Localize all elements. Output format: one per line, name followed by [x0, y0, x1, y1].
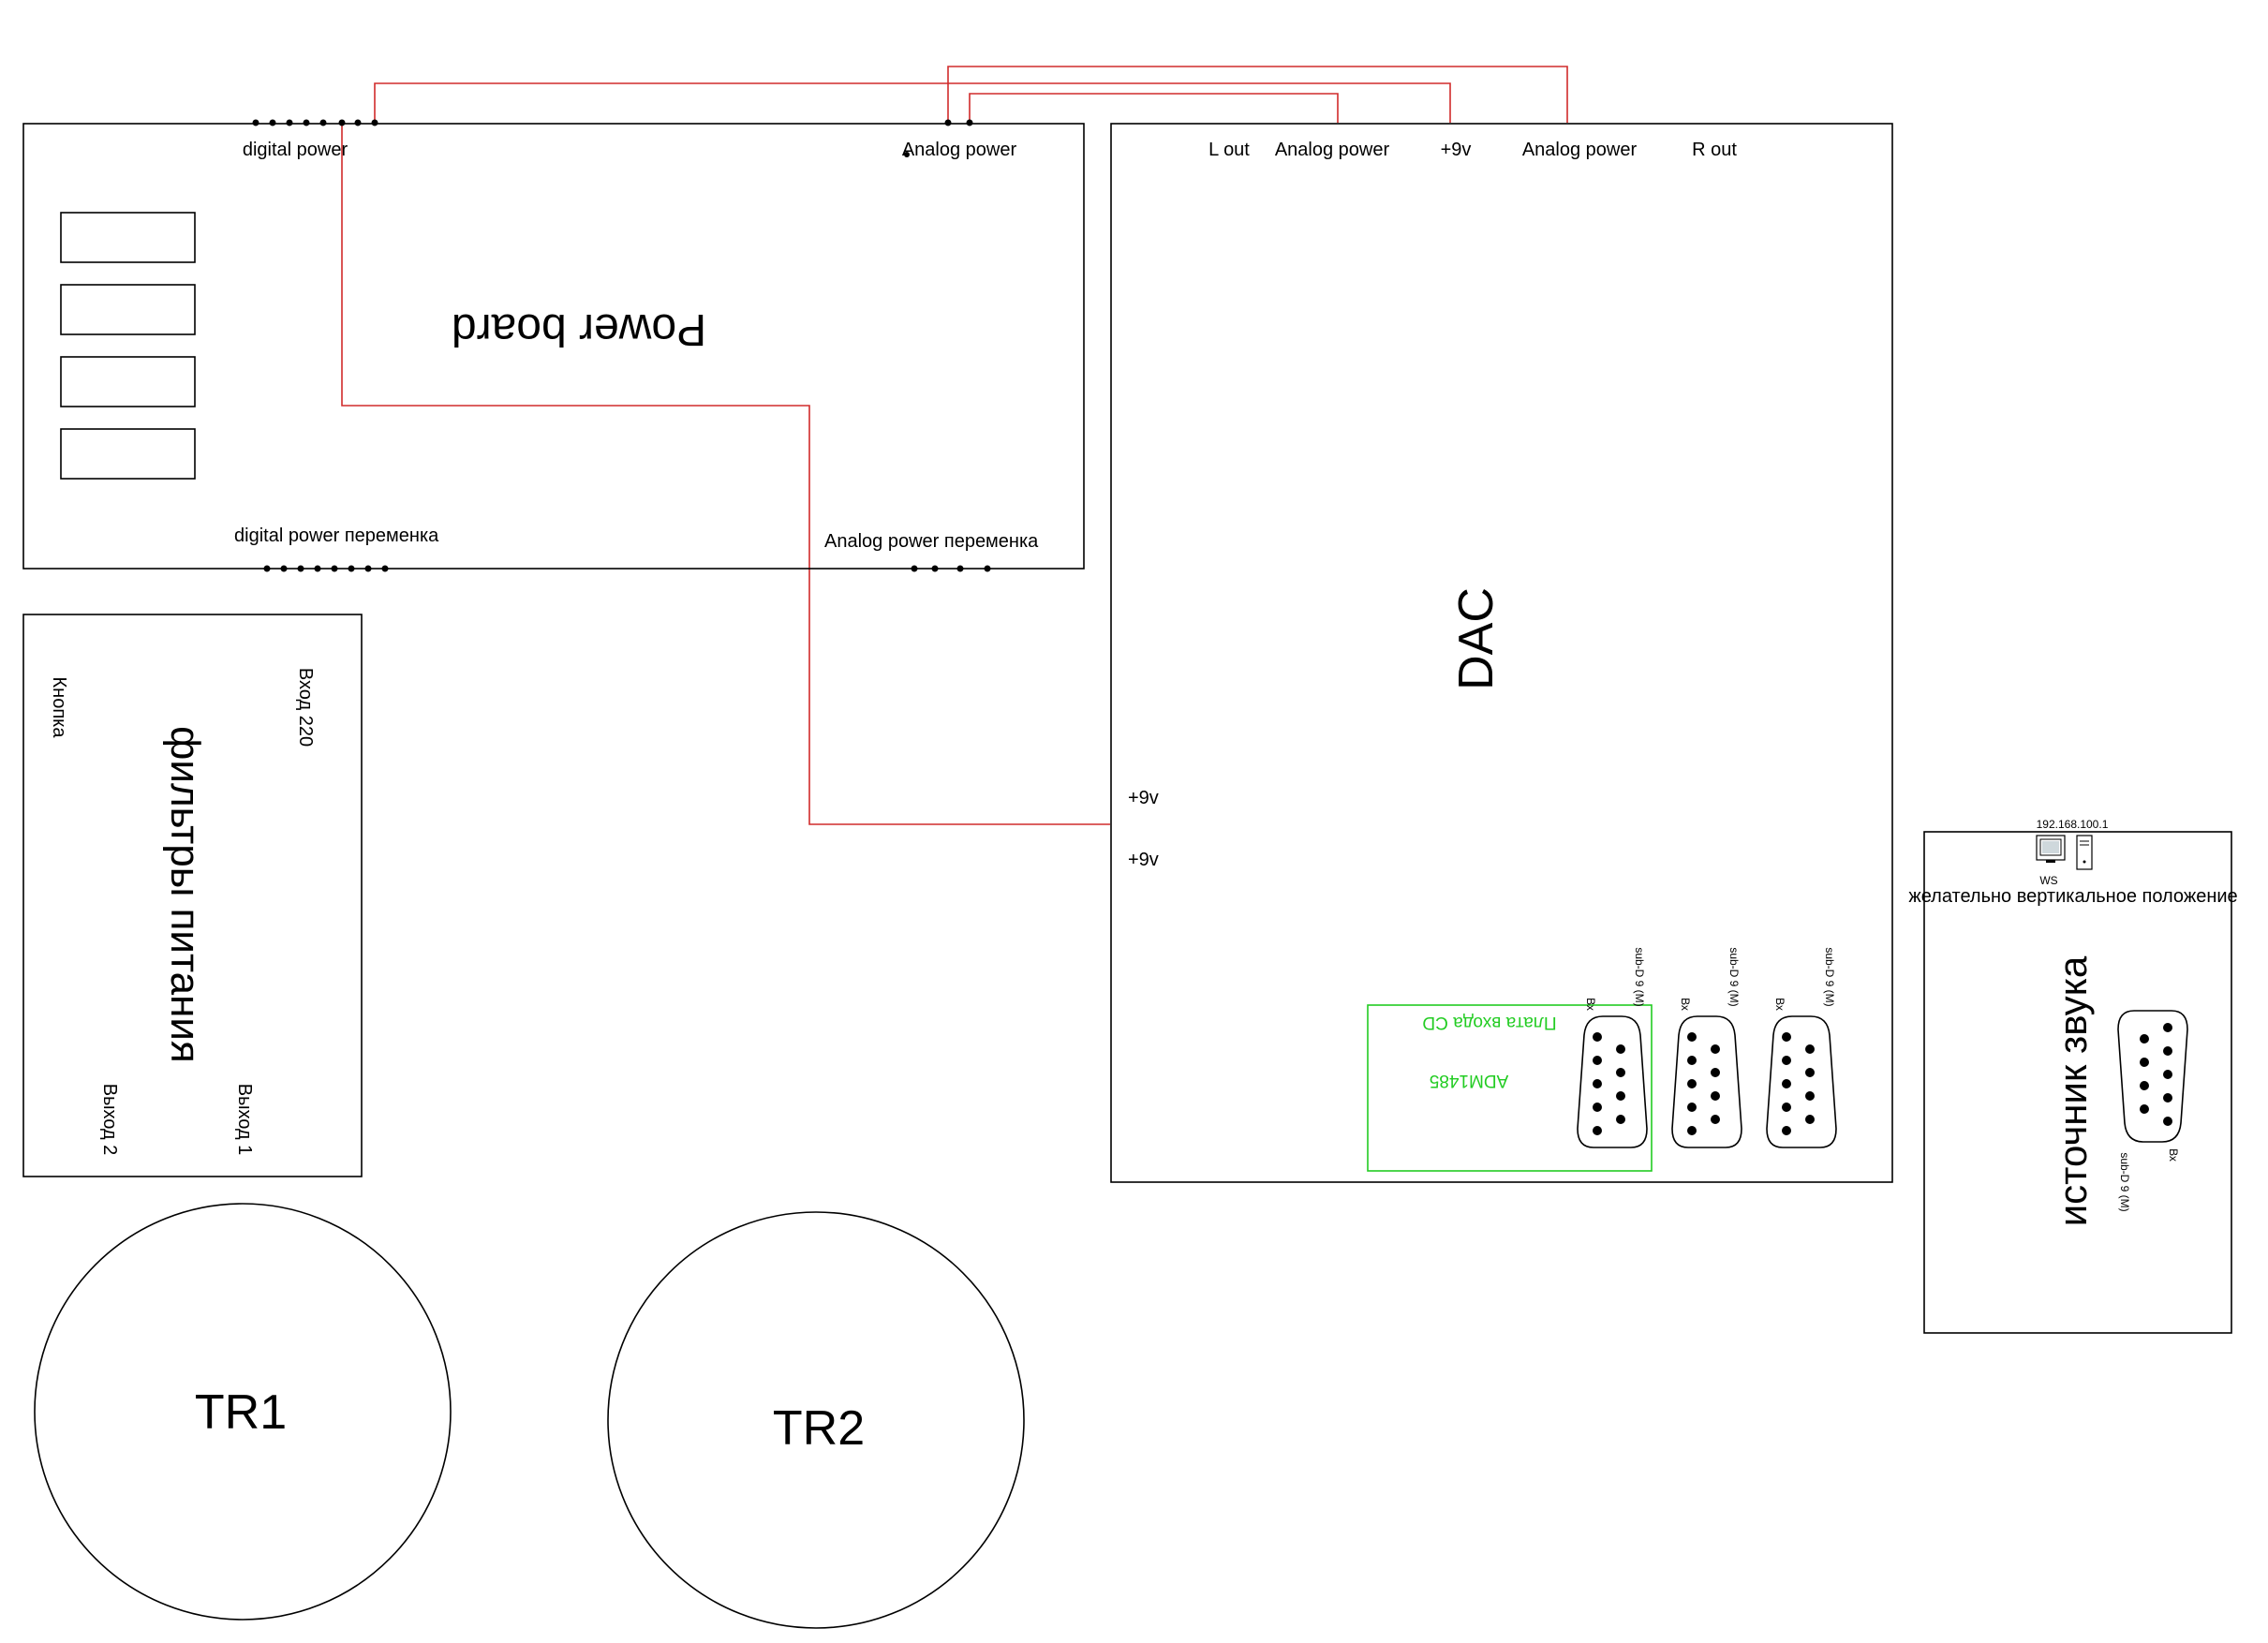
filters-button-label: Кнопка: [49, 677, 69, 739]
tr1-label: TR1: [195, 1385, 287, 1440]
dac-9v-label-a: +9v: [1128, 788, 1159, 808]
connector-2-side: Вх: [1679, 998, 1692, 1011]
dac-l-out-label: L out: [1208, 140, 1250, 160]
dac-analog-power-2-label: Analog power: [1522, 140, 1638, 160]
power-board-slot-4: [60, 428, 196, 480]
wire-analog-to-dac-analog-1: [969, 93, 1339, 123]
transformer-tr2: [607, 1211, 1025, 1629]
db9-connector-icon: [1671, 1015, 1742, 1148]
source-connector-side: Вх: [2167, 1148, 2180, 1162]
power-board-slot-3: [60, 356, 196, 407]
power-board-slot-2: [60, 284, 196, 335]
dac-9v-top-label: +9v: [1441, 140, 1472, 160]
db9-connector-icon: [2117, 1010, 2188, 1143]
source-ws-label: WS: [2039, 874, 2057, 887]
workstation-icon: [2036, 835, 2093, 870]
power-filters: фильтры питания Кнопка Вход 220 Выход 2 …: [22, 614, 363, 1177]
digital-power-pins: [252, 119, 378, 126]
digital-ac-label: digital power переменка: [234, 525, 439, 546]
dac-9v-label-b: +9v: [1128, 850, 1159, 870]
filters-title: фильтры питания: [162, 726, 208, 1063]
wire-analog-to-dac-analog-2: [947, 66, 1568, 123]
power-board-frame: [22, 123, 1085, 570]
analog-power-pins: [904, 119, 973, 157]
dac-r-out-label: R out: [1692, 140, 1737, 160]
filters-output-2-label: Выход 2: [99, 1084, 120, 1156]
source-frame: [1923, 831, 2232, 1334]
source-ip: 192.168.100.1: [2037, 818, 2109, 831]
filters-output-1-label: Выход 1: [234, 1084, 255, 1156]
dac: DAC L out Analog power +9v Analog power …: [1110, 123, 1893, 1183]
cd-input-board: Плата входа CD ADM1485: [1367, 1004, 1653, 1172]
power-board-slot-1: [60, 212, 196, 263]
dac-connector-3: sub-D 9 (M) Вх: [1766, 947, 1837, 1148]
dac-title: DAC: [1449, 587, 1504, 690]
cd-board-label: Плата входа CD: [1422, 1013, 1556, 1032]
digital-ac-pins: [263, 565, 389, 572]
transformers: TR1 TR2: [34, 1203, 1025, 1629]
dac-connector-2: sub-D 9 (M) Вх: [1671, 947, 1742, 1148]
analog-ac-label: Analog power переменка: [824, 531, 1039, 552]
connector-2-type: sub-D 9 (M): [1727, 947, 1741, 1006]
source-title: источник звука: [2051, 955, 2095, 1226]
connector-3-side: Вх: [1773, 998, 1786, 1011]
dac-connector-1: sub-D 9 (M) Вх: [1577, 947, 1648, 1148]
wires: [341, 66, 1568, 825]
source-note: желательно вертикальное положение: [1908, 886, 2237, 907]
source-connector-type: sub-D 9 (M): [2118, 1152, 2131, 1211]
filters-frame: [22, 614, 363, 1177]
power-board-title: Power board: [452, 304, 706, 354]
wire-digital-to-dac-9v: [341, 123, 1110, 825]
connector-1-type: sub-D 9 (M): [1633, 947, 1646, 1006]
dac-frame: [1110, 123, 1893, 1183]
digital-power-label: digital power: [243, 140, 348, 160]
chip-label: ADM1485: [1430, 1071, 1509, 1090]
filters-input-label: Вход 220: [295, 668, 316, 747]
dac-analog-power-1-label: Analog power: [1275, 140, 1390, 160]
analog-ac-pins: [911, 565, 991, 572]
wire-digital-to-dac-analog: [374, 82, 1451, 123]
tr2-label: TR2: [773, 1401, 865, 1456]
db9-connector-icon: [1577, 1015, 1648, 1148]
connector-1-side: Вх: [1584, 998, 1597, 1011]
sound-source: источник звука желательно вертикальное п…: [1908, 818, 2238, 1334]
db9-connector-icon: [1766, 1015, 1837, 1148]
cd-board-frame: [1367, 1004, 1653, 1172]
transformer-tr1: [34, 1203, 452, 1621]
analog-power-label: Analog power: [902, 140, 1017, 160]
power-board: Power board digital power Analog power d…: [22, 119, 1085, 572]
connector-3-type: sub-D 9 (M): [1823, 947, 1836, 1006]
